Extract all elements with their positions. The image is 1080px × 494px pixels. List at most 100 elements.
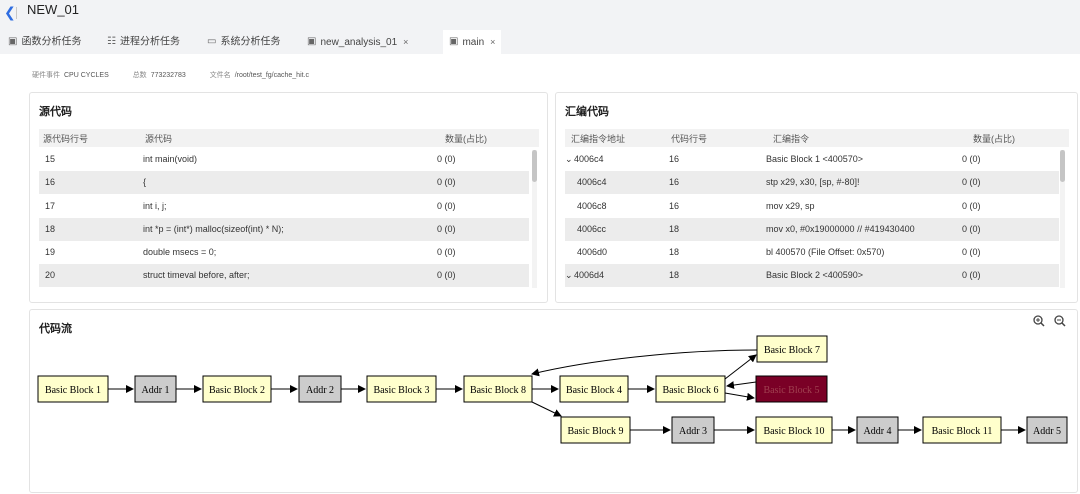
asm-instruction: Basic Block 2 <400590> <box>766 270 864 280</box>
node-label: Addr 4 <box>863 426 891 437</box>
source-line: struct timeval before, after; <box>143 270 250 280</box>
flow-edge <box>724 354 757 380</box>
column-header: 源代码 <box>145 134 173 144</box>
table-row[interactable]: 4006c8 16 mov x29, sp 0 (0) <box>565 195 1059 218</box>
count: 0 (0) <box>437 224 456 234</box>
line-number: 15 <box>45 154 56 164</box>
count: 0 (0) <box>437 201 456 211</box>
page-title: NEW_01 <box>27 2 80 17</box>
line-number: 18 <box>669 247 680 257</box>
table-row[interactable]: 4006c4 16 stp x29, x30, [sp, #-80]! 0 (0… <box>565 171 1059 194</box>
node-basic-block-1[interactable]: Basic Block 1 <box>37 375 109 403</box>
node-label: Basic Block 1 <box>45 385 101 396</box>
tab-system-analysis[interactable]: ▭系统分析任务 <box>207 30 280 54</box>
count: 0 (0) <box>437 247 456 257</box>
node-basic-block-6[interactable]: Basic Block 6 <box>655 375 726 403</box>
source-line: int i, j; <box>143 201 167 211</box>
chevron-down-icon[interactable]: ⌄ <box>565 270 573 280</box>
file-value: /root/test_fg/cache_hit.c <box>234 72 310 79</box>
chevron-left-icon[interactable]: ❮ <box>4 4 16 20</box>
flow-edge <box>724 392 755 401</box>
node-addr-5[interactable]: Addr 5 <box>1026 416 1068 444</box>
node-basic-block-10[interactable]: Basic Block 10 <box>755 416 833 444</box>
table-row[interactable]: 18 int *p = (int*) malloc(sizeof(int) * … <box>39 218 529 241</box>
monitor-icon: ▭ <box>207 36 217 47</box>
column-header: 汇编指令 <box>773 134 810 144</box>
node-basic-block-9[interactable]: Basic Block 9 <box>560 416 631 444</box>
analysis-icon: ▣ <box>307 36 317 48</box>
tab-main[interactable]: ▣main × <box>443 30 502 54</box>
close-icon[interactable]: × <box>403 37 409 47</box>
tab-new-analysis-01[interactable]: ▣new_analysis_01× <box>307 30 408 54</box>
zoom-out-icon[interactable] <box>1054 315 1066 327</box>
line-number: 16 <box>669 177 680 187</box>
flow-edge <box>531 349 758 377</box>
tab-process-analysis[interactable]: ☷进程分析任务 <box>107 30 180 54</box>
tab-label: main <box>462 37 485 48</box>
node-label: Addr 3 <box>679 426 707 437</box>
node-addr-4[interactable]: Addr 4 <box>856 416 899 444</box>
count: 0 (0) <box>962 270 981 280</box>
panel-title: 代码流 <box>39 323 72 335</box>
table-header: 汇编指令地址 代码行号 汇编指令 数量(占比) <box>565 129 1069 147</box>
count: 0 (0) <box>962 154 981 164</box>
scrollbar-thumb[interactable] <box>532 150 537 182</box>
panel-title: 源代码 <box>39 106 72 118</box>
table-row[interactable]: 4006cc 18 mov x0, #0x19000000 // #419430… <box>565 218 1059 241</box>
node-label: Addr 2 <box>306 385 334 396</box>
hierarchy-icon: ☷ <box>107 36 116 47</box>
node-label: Basic Block 6 <box>662 385 718 396</box>
asm-instruction: stp x29, x30, [sp, #-80]! <box>766 177 860 187</box>
scrollbar-thumb[interactable] <box>1060 150 1065 182</box>
node-label: Basic Block 11 <box>932 426 993 437</box>
analysis-icon: ▣ <box>449 36 459 48</box>
flow-edge <box>531 401 562 417</box>
node-basic-block-8[interactable]: Basic Block 8 <box>463 375 533 403</box>
node-basic-block-2[interactable]: Basic Block 2 <box>202 375 272 403</box>
node-basic-block-5[interactable]: Basic Block 5 <box>755 375 828 403</box>
node-addr-1[interactable]: Addr 1 <box>134 375 177 403</box>
table-row[interactable]: ⌄ 4006d4 18 Basic Block 2 <400590> 0 (0) <box>565 264 1059 287</box>
column-header: 代码行号 <box>671 134 708 144</box>
table-row[interactable]: 16 { 0 (0) <box>39 171 529 194</box>
table-row[interactable]: 17 int i, j; 0 (0) <box>39 195 529 218</box>
node-basic-block-11[interactable]: Basic Block 11 <box>922 416 1002 444</box>
scrollbar[interactable] <box>532 150 537 288</box>
node-label: Basic Block 7 <box>764 345 820 356</box>
close-icon[interactable]: × <box>490 37 496 47</box>
asm-address: 4006c4 <box>577 177 607 187</box>
node-basic-block-3[interactable]: Basic Block 3 <box>366 375 437 403</box>
table-row[interactable]: 19 double msecs = 0; 0 (0) <box>39 241 529 264</box>
chevron-down-icon[interactable]: ⌄ <box>565 154 573 164</box>
source-line: int *p = (int*) malloc(sizeof(int) * N); <box>143 224 284 234</box>
node-label: Basic Block 2 <box>209 385 265 396</box>
node-label: Basic Block 4 <box>566 385 622 396</box>
table-row[interactable]: 15 int main(void) 0 (0) <box>39 148 529 171</box>
event-label: 硬件事件 <box>32 72 60 79</box>
table-row[interactable]: 20 struct timeval before, after; 0 (0) <box>39 264 529 287</box>
node-addr-3[interactable]: Addr 3 <box>671 416 715 444</box>
node-label: Addr 1 <box>141 385 169 396</box>
line-number: 16 <box>669 201 680 211</box>
table-row[interactable]: ⌄ 4006c4 16 Basic Block 1 <400570> 0 (0) <box>565 148 1059 171</box>
column-header: 源代码行号 <box>43 134 89 144</box>
asm-address: 4006c4 <box>574 154 604 164</box>
table-header: 源代码行号 源代码 数量(占比) <box>39 129 539 147</box>
source-line: double msecs = 0; <box>143 247 217 257</box>
count: 0 (0) <box>962 247 981 257</box>
zoom-in-icon[interactable] <box>1033 315 1045 327</box>
line-number: 18 <box>669 224 680 234</box>
table-row[interactable]: 4006d0 18 bl 400570 (File Offset: 0x570)… <box>565 241 1059 264</box>
line-number: 17 <box>45 201 56 211</box>
tab-label: 函数分析任务 <box>21 36 82 48</box>
column-header: 数量(占比) <box>445 134 487 144</box>
node-basic-block-7[interactable]: Basic Block 7 <box>756 335 828 363</box>
event-value: CPU CYCLES <box>64 72 109 79</box>
line-number: 19 <box>45 247 56 257</box>
node-addr-2[interactable]: Addr 2 <box>298 375 342 403</box>
scrollbar[interactable] <box>1060 150 1065 288</box>
tab-label: 进程分析任务 <box>119 36 180 48</box>
tab-function-analysis[interactable]: ▣函数分析任务 <box>8 30 81 54</box>
node-basic-block-4[interactable]: Basic Block 4 <box>559 375 629 403</box>
